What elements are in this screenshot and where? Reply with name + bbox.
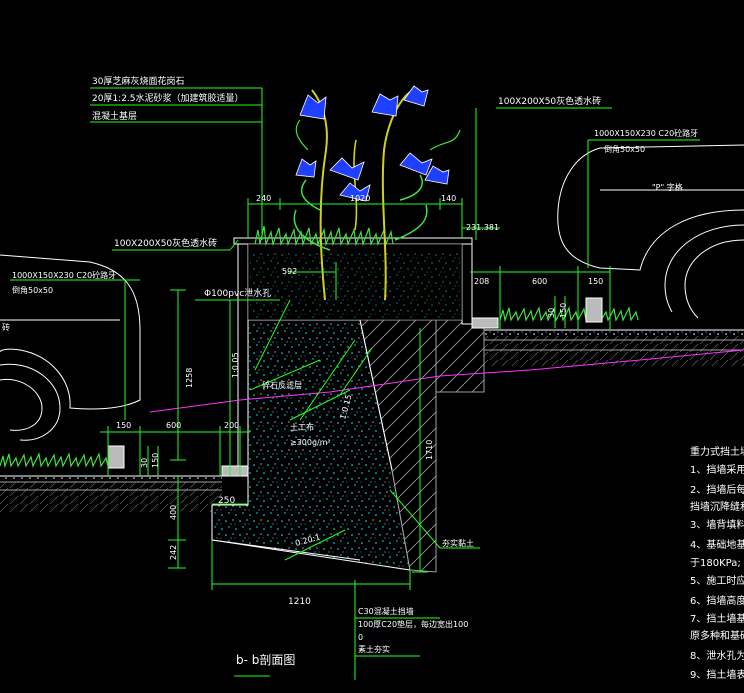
dim-400: 400 <box>169 505 178 520</box>
label-kerb-left: 1000X150X230 C20砼路牙 <box>12 270 116 280</box>
label-concrete-note: C30混凝土挡墙 <box>358 606 414 616</box>
note-6: 于180KPa; <box>690 558 741 569</box>
dim-140: 140 <box>441 194 456 203</box>
drawing-title: b- b剖面图 <box>236 653 295 667</box>
planter-box <box>221 237 499 477</box>
car-right <box>557 144 744 319</box>
dim-30-right: 30 <box>547 308 556 318</box>
dim-150-left-v: 150 <box>151 453 160 468</box>
dim-231: 231.381 <box>466 223 499 232</box>
label-kerb-left-sub: 倒角50x50 <box>12 285 53 295</box>
car-left <box>0 254 141 441</box>
left-ground-layers <box>0 475 222 512</box>
dim-208: 208 <box>474 277 489 286</box>
dim-242: 242 <box>169 545 178 560</box>
note-9: 7、挡土墙基槽 <box>690 612 744 625</box>
note-0: 重力式挡土墙说明 <box>690 445 744 458</box>
label-left-edge: 砖 <box>2 322 10 332</box>
label-density: ≥300g/m² <box>290 438 331 447</box>
dim-592: 592 <box>282 267 297 276</box>
label-brick-top-right: 100X200X50灰色透水砖 <box>498 95 601 107</box>
dim-200: 200 <box>224 421 239 430</box>
dimension-values: 240 1020 140 231.381 592 208 600 150 30 … <box>116 194 603 607</box>
right-ground-layers <box>484 329 744 366</box>
construction-notes: 重力式挡土墙说明 1、挡墙采用C3 2、挡墙后每隔 挡墙沉降缝和伸 3、墙背填料… <box>690 445 744 681</box>
note-11: 8、泄水孔为Φ <box>690 649 744 662</box>
note-1: 1、挡墙采用C3 <box>690 463 744 476</box>
bellflower-plant <box>293 85 461 301</box>
note-8: 6、挡墙高度与 <box>690 594 744 607</box>
dim-250: 250 <box>218 496 235 506</box>
dim-30-left: 30 <box>140 458 149 468</box>
label-drain-pipe: Φ100pvc泄水孔 <box>204 287 271 299</box>
dim-150-right: 150 <box>588 277 603 286</box>
grass-planter <box>254 225 394 247</box>
label-base-note: 100厚C20垫层，每边宽出100 <box>358 619 468 629</box>
dim-1020: 1020 <box>350 194 370 203</box>
note-4: 3、墙背填料应 <box>690 518 744 531</box>
grass-right <box>499 297 639 323</box>
dim-1210: 1210 <box>288 597 311 607</box>
label-layer1: 30厚芝麻灰烧面花岗石 <box>92 75 184 87</box>
label-plain-soil: 素土夯实 <box>358 644 390 654</box>
dim-1258: 1258 <box>185 368 194 388</box>
label-gravel: 碎石反滤层 <box>262 380 302 390</box>
grass-left <box>0 445 125 469</box>
dim-600-right: 600 <box>532 277 547 286</box>
dim-600-left: 600 <box>166 421 181 430</box>
dimension-lines <box>10 87 700 680</box>
note-12: 9、挡土墙表层 <box>690 668 744 681</box>
note-2: 2、挡墙后每隔 <box>690 483 744 496</box>
dim-150-right-v: 150 <box>559 303 568 318</box>
label-ratio-front: 1:0.05 <box>231 352 240 378</box>
note-7: 5、施工时应严 <box>690 574 744 587</box>
dim-150-left: 150 <box>116 421 131 430</box>
label-layer2: 20厚1:2.5水泥砂浆（加建筑胶适量） <box>92 92 244 104</box>
label-brick-left: 100X200X50灰色透水砖 <box>114 237 217 249</box>
note-10: 原多种和基础开 <box>690 629 744 642</box>
dim-1710: 1710 <box>425 440 434 460</box>
label-kerb-right: 1000X150X230 C20砼路牙 <box>594 128 698 138</box>
label-layer3: 混凝土基层 <box>92 110 137 122</box>
label-base-note2: 0 <box>358 633 363 642</box>
label-compacted: 夯实黏土 <box>442 538 474 548</box>
label-kerb-right-sub: 倒角50x50 <box>604 144 645 154</box>
note-5: 4、基础地基承 <box>690 538 744 551</box>
note-3: 挡墙沉降缝和伸 <box>690 500 744 513</box>
dim-240: 240 <box>256 194 271 203</box>
label-soil: 土工布 <box>290 422 314 432</box>
retaining-wall <box>211 305 485 573</box>
label-parking-mark: "P" 字格 <box>652 182 683 192</box>
